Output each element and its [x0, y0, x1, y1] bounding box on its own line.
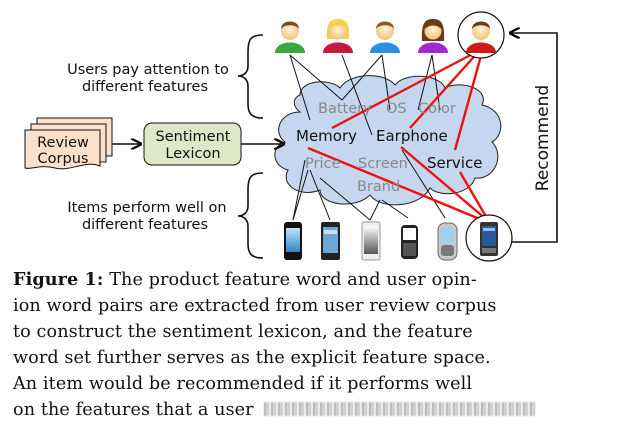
user-icon [323, 19, 353, 53]
user-icon [418, 19, 448, 53]
feature-battery: Battery [318, 101, 372, 117]
user-icon [275, 21, 305, 53]
feature-earphone: Earphone [376, 127, 448, 145]
review-corpus-node: Review Corpus [24, 117, 113, 170]
caption-line-6: on the features that a user [13, 397, 613, 423]
items-row [284, 214, 513, 262]
recommend-arrow: Recommend [510, 33, 558, 243]
feature-service: Service [427, 154, 482, 172]
feature-color: Color [418, 101, 456, 117]
caption-line-6-text: on the features that a user [13, 400, 254, 420]
items-perform-label-line1: Items perform well on [67, 200, 226, 216]
feature-screen: Screen [358, 156, 408, 172]
brace-items [237, 172, 264, 259]
highlight-edges [307, 48, 490, 224]
caption-line-1: Figure 1: The product feature word and u… [13, 267, 613, 293]
figure-diagram: Battery OS Color Memory Earphone Price S… [24, 11, 558, 262]
illegible-text-region [263, 402, 536, 416]
users-attention-label-line1: Users pay attention to [67, 62, 229, 78]
phone-icon [361, 221, 381, 261]
user-feature-edges [289, 54, 441, 136]
sentiment-lexicon-label-line2: Lexicon [165, 146, 220, 162]
review-corpus-label-line2: Corpus [38, 151, 89, 167]
caption-line-5: An item would be recommended if it perfo… [13, 374, 473, 394]
brace-users [237, 34, 264, 119]
recommend-label: Recommend [533, 85, 553, 191]
caption-line-1-text: The product feature word and user opin- [103, 270, 477, 290]
feature-price: Price [305, 156, 340, 172]
users-attention-label-line2: different features [82, 79, 208, 95]
phone-icon [284, 222, 302, 260]
items-perform-label-line2: different features [82, 217, 208, 233]
sentiment-lexicon-node: Sentiment Lexicon [143, 122, 242, 166]
user-icon-highlighted [457, 11, 505, 59]
feature-memory: Memory [296, 127, 357, 145]
feature-brand: Brand [357, 179, 400, 195]
figure-caption: Figure 1: The product feature word and u… [13, 267, 613, 423]
feature-os: OS [386, 101, 407, 117]
review-corpus-label-line1: Review [37, 135, 89, 151]
phone-icon [321, 222, 340, 260]
feature-labels: Battery OS Color Memory Earphone Price S… [296, 101, 482, 195]
user-icon [370, 21, 400, 53]
caption-line-4: word set further serves as the explicit … [13, 348, 491, 368]
item-feature-edges [292, 149, 446, 221]
caption-figure-label: Figure 1: [13, 269, 104, 290]
phone-icon [437, 222, 458, 261]
caption-line-3: to construct the sentiment lexicon, and … [13, 322, 473, 342]
users-row [275, 11, 505, 59]
caption-line-2: ion word pairs are extracted from user r… [13, 296, 497, 316]
sentiment-lexicon-label-line1: Sentiment [156, 129, 231, 145]
phone-icon-highlighted [465, 214, 513, 262]
phone-icon [401, 225, 418, 259]
